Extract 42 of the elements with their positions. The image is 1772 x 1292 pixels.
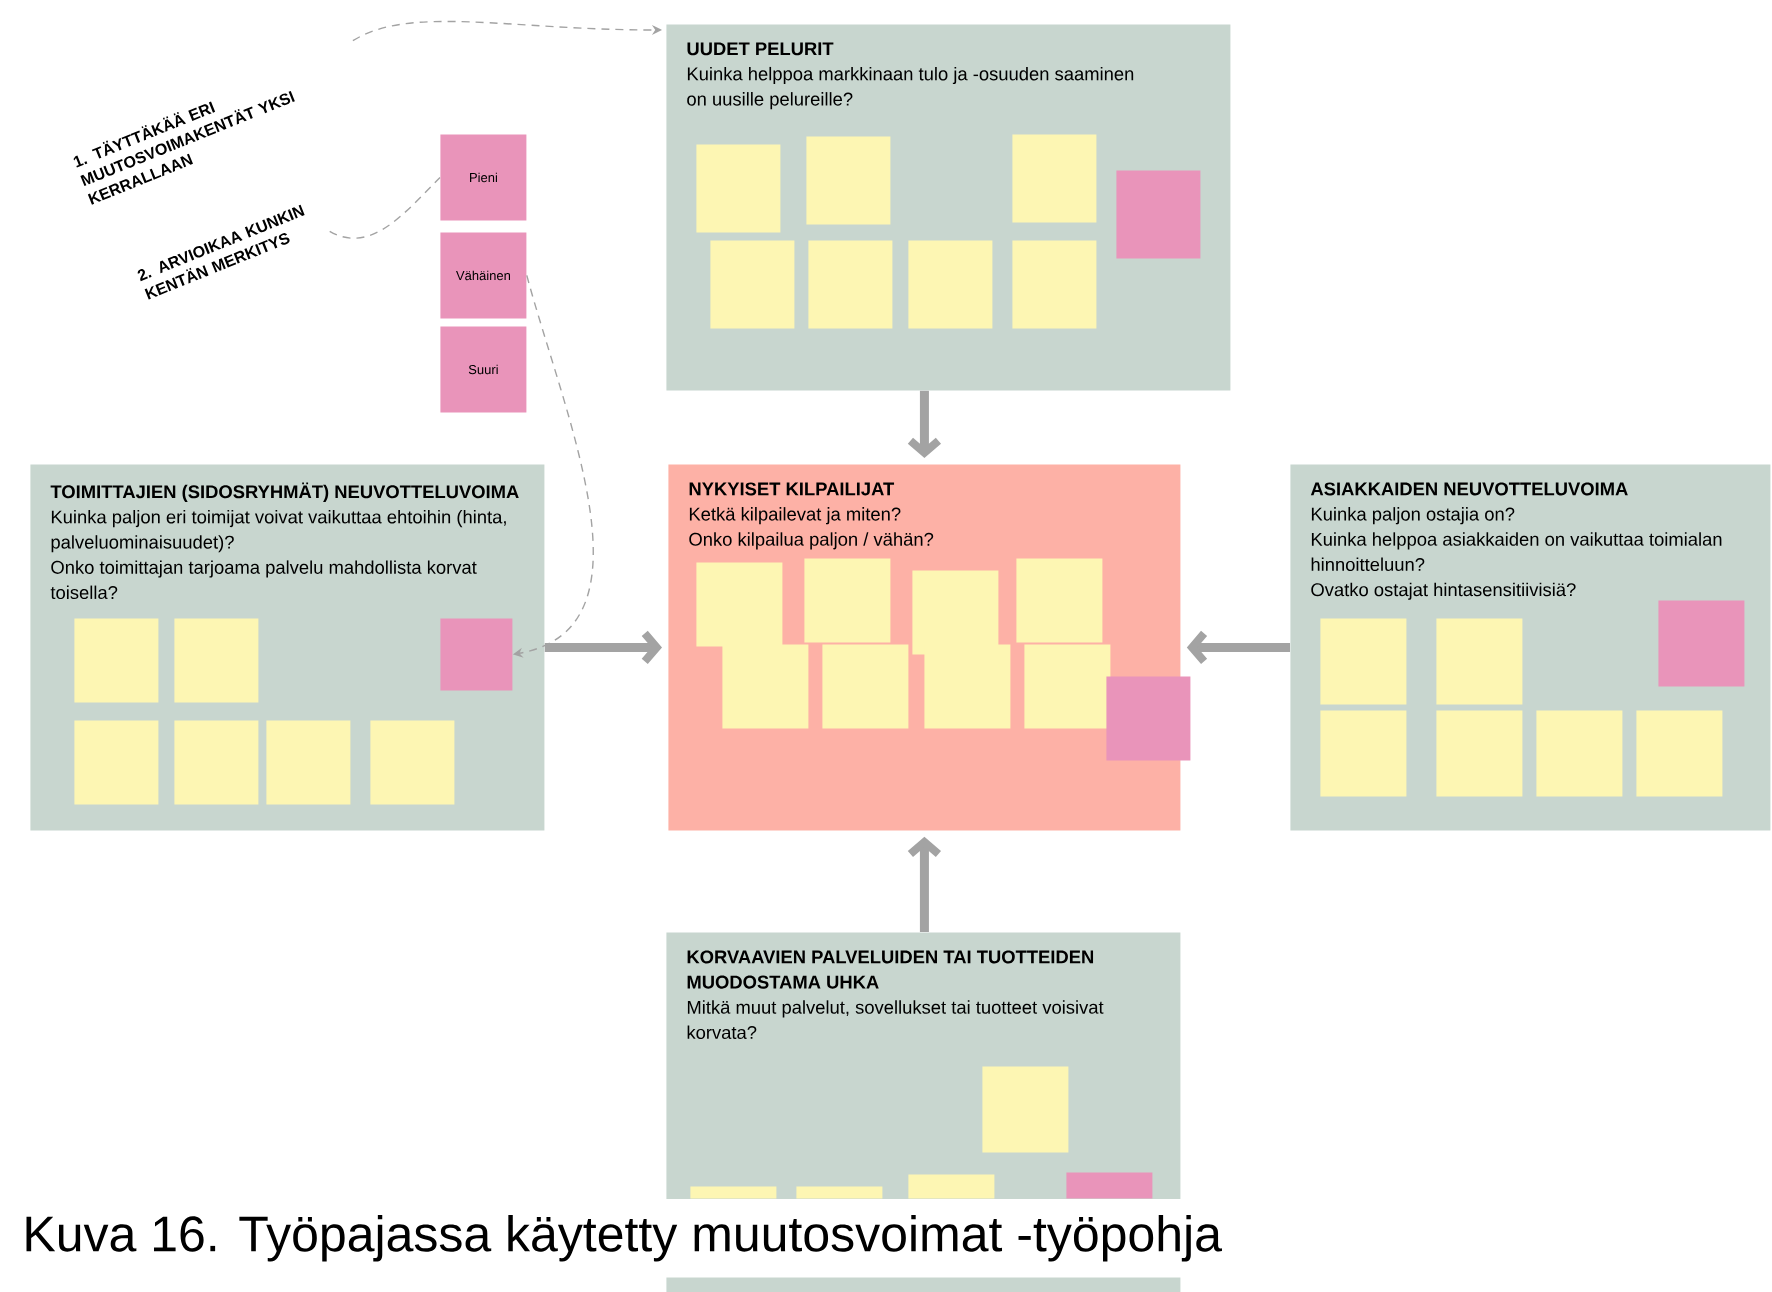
arrow [352,20,662,42]
sticky-note [1320,710,1407,797]
sticky-note [982,1066,1069,1153]
arrow [544,630,662,664]
sticky-note [1066,1172,1153,1199]
sticky-note [806,136,891,225]
sticky-note [1012,240,1097,329]
sticky-note [1116,170,1201,259]
sticky-note [74,720,159,805]
sticky-note [1016,558,1103,643]
sticky-note [1106,676,1191,761]
sticky-note [1436,618,1523,705]
sticky-note [370,720,455,805]
sticky-note [174,720,259,805]
sticky-note [1636,710,1723,797]
sticky-note [1436,710,1523,797]
sticky-note [1536,710,1623,797]
arrow [1186,630,1290,664]
sticky-note [1024,644,1111,729]
sticky-note [1658,600,1745,687]
sticky-note [822,644,909,729]
sticky-note [796,1186,883,1199]
sticky-note [808,240,893,329]
sticky-note [266,720,351,805]
sticky-note [912,570,999,655]
sticky-note [174,618,259,703]
sticky-note [924,644,1011,729]
sticky-note [440,618,513,691]
sticky-note [710,240,795,329]
sticky-note [74,618,159,703]
arrow [907,836,941,932]
sticky-note [690,1186,777,1199]
sticky-note [1012,134,1097,223]
sticky-note [696,562,783,647]
sticky-note [1320,618,1407,705]
caption: Kuva 16. Työpajassa käytetty muutosvoimat -työpohja [16,1199,1229,1278]
sticky-note [696,144,781,233]
sticky-note [722,644,809,729]
sticky-note [908,1174,995,1199]
arrow [907,390,941,458]
sticky-note [908,240,993,329]
sticky-note [804,558,891,643]
